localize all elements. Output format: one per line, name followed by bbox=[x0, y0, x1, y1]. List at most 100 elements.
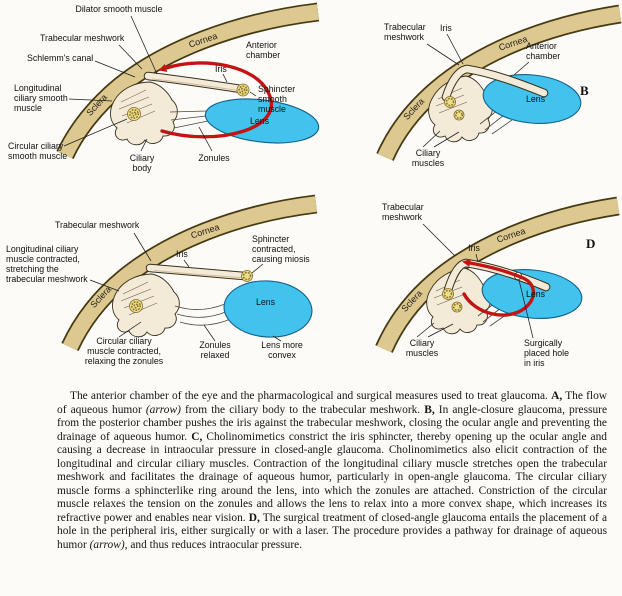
label-surgical-hole: placed hole bbox=[524, 348, 569, 358]
label-surgical-hole: in iris bbox=[524, 358, 545, 368]
eye-figure: Dilator smooth muscle Trabecular meshwor… bbox=[6, 2, 622, 368]
label-circular-muscle: smooth muscle bbox=[8, 151, 67, 161]
lens-shape bbox=[223, 280, 313, 338]
ciliary-body-shape bbox=[110, 81, 178, 146]
label-lens: Lens bbox=[256, 297, 276, 307]
caption-segment: , and thus reduces intraocular pressure. bbox=[124, 538, 303, 551]
label-sphincter-contracted: causing miosis bbox=[252, 254, 310, 264]
label-longitudinal-muscle: muscle contracted, bbox=[6, 254, 80, 264]
label-circular-muscle: Circular ciliary bbox=[8, 141, 64, 151]
label-iris: Iris bbox=[176, 249, 188, 259]
caption-segment: (arrow) bbox=[89, 538, 125, 551]
label-iris: Iris bbox=[468, 243, 480, 253]
caption-segment: (arrow) bbox=[145, 403, 181, 416]
label-sphincter-contracted: Sphincter bbox=[252, 234, 289, 244]
label-longitudinal-muscle: trabecular meshwork bbox=[6, 274, 88, 284]
label-lens-more-convex: convex bbox=[268, 350, 296, 360]
label-trabecular-meshwork: meshwork bbox=[384, 32, 425, 42]
longitudinal-muscle-striations bbox=[120, 281, 158, 316]
label-iris: Iris bbox=[215, 64, 227, 74]
pointer-lines bbox=[63, 15, 257, 152]
longitudinal-muscle-striations bbox=[118, 89, 156, 124]
caption-segment: The surgical treatment of closed-angle g… bbox=[57, 511, 607, 551]
label-sphincter-muscle: muscle bbox=[258, 104, 286, 114]
label-sphincter-muscle: smooth bbox=[258, 94, 287, 104]
label-lens: Lens bbox=[250, 116, 270, 126]
label-lens: Lens bbox=[526, 94, 546, 104]
label-longitudinal-muscle: Longitudinal bbox=[14, 83, 61, 93]
label-anterior-chamber: Anterior bbox=[246, 40, 277, 50]
caption-segment: from the ciliary body to the trabecular … bbox=[180, 403, 425, 416]
label-zonules-relaxed: Zonules bbox=[199, 340, 231, 350]
label-sphincter-muscle: Sphincter bbox=[258, 84, 295, 94]
label-ciliary-muscles: muscles bbox=[406, 348, 439, 358]
iris-striation bbox=[153, 270, 242, 278]
label-lens: Lens bbox=[526, 289, 546, 299]
aqueous-flow-arrow bbox=[462, 261, 536, 317]
label-ciliary-muscles: muscles bbox=[412, 158, 445, 168]
label-trabecular-meshwork: meshwork bbox=[382, 212, 423, 222]
label-iris: Iris bbox=[440, 23, 452, 33]
label-trabecular-meshwork: Trabecular bbox=[384, 22, 426, 32]
aqueous-flow-arrowhead bbox=[158, 64, 168, 72]
caption-segment: Cholinomimetics constrict the iris sphin… bbox=[57, 430, 607, 524]
sphincter-muscle-cross-section bbox=[236, 83, 250, 97]
sphincter-muscle-cross-section bbox=[241, 270, 253, 282]
label-trabecular-meshwork: Trabecular meshwork bbox=[55, 220, 140, 230]
iris-fill bbox=[146, 264, 248, 280]
label-anterior-chamber: Anterior bbox=[526, 41, 557, 51]
panel-d-diagram: Trabecular meshwork Cornea Sclera Iris L… bbox=[375, 196, 620, 368]
label-ciliary-body: body bbox=[132, 163, 152, 173]
cornea-sclera-band bbox=[57, 4, 319, 159]
label-longitudinal-muscle: Longitudinal ciliary bbox=[6, 244, 79, 254]
aqueous-flow-arrow bbox=[160, 61, 273, 139]
label-zonules: Zonules bbox=[198, 153, 230, 163]
label-longitudinal-muscle: ciliary smooth bbox=[14, 93, 68, 103]
label-ciliary-muscles: Ciliary bbox=[410, 338, 435, 348]
aqueous-flow-arrowhead bbox=[462, 259, 471, 267]
label-lens-more-convex: Lens more bbox=[261, 340, 303, 350]
label-sphincter-contracted: contracted, bbox=[252, 244, 296, 254]
circular-muscle-cross-section bbox=[127, 107, 141, 121]
panel-c-diagram: Trabecular meshwork Longitudinal ciliary… bbox=[6, 194, 318, 366]
caption-segment: The anterior chamber of the eye and the … bbox=[70, 390, 552, 402]
caption-segment: A, bbox=[551, 390, 563, 402]
ciliary-body-shape bbox=[112, 273, 180, 338]
panel-a-diagram: Dilator smooth muscle Trabecular meshwor… bbox=[8, 2, 320, 173]
zonule-fibers bbox=[169, 110, 209, 129]
label-anterior-chamber: chamber bbox=[526, 51, 560, 61]
label-dilator-muscle: Dilator smooth muscle bbox=[75, 4, 162, 14]
label-circular-muscle: relaxing the zonules bbox=[85, 356, 164, 366]
caption-segment: B, bbox=[424, 403, 435, 416]
ciliary-muscle-cross-section bbox=[442, 288, 463, 313]
panel-letter-b: B bbox=[580, 83, 589, 98]
label-ciliary-body: Ciliary bbox=[130, 153, 155, 163]
lens-shape bbox=[482, 74, 582, 124]
circular-muscle-cross-section bbox=[129, 299, 143, 313]
ciliary-muscle-cross-section bbox=[444, 96, 465, 121]
caption-segment: C, bbox=[191, 430, 203, 443]
label-longitudinal-muscle: muscle bbox=[14, 103, 42, 113]
label-zonules-relaxed: relaxed bbox=[201, 350, 230, 360]
iris-fill bbox=[144, 72, 245, 93]
cornea-sclera-band bbox=[376, 198, 620, 353]
cornea-sclera-band bbox=[62, 196, 317, 351]
caption-segment: The flow of aqueous humor bbox=[57, 390, 608, 416]
label-surgical-hole: Surgically bbox=[524, 338, 563, 348]
pointer-lines bbox=[416, 223, 534, 339]
pointer-lines bbox=[89, 232, 282, 342]
caption-segment: D, bbox=[248, 511, 260, 524]
iris-striation bbox=[151, 78, 239, 91]
figure-caption: The anterior chamber of the eye and the … bbox=[57, 390, 607, 552]
label-longitudinal-muscle: stretching the bbox=[6, 264, 59, 274]
label-circular-muscle: Circular ciliary bbox=[96, 336, 152, 346]
label-trabecular-meshwork: Trabecular meshwork bbox=[40, 33, 125, 43]
label-schlemms-canal: Schlemm's canal bbox=[27, 53, 93, 63]
caption-area: The anterior chamber of the eye and the … bbox=[0, 385, 622, 552]
label-ciliary-muscles: Ciliary bbox=[416, 148, 441, 158]
iris-fill bbox=[442, 65, 548, 101]
panel-b-diagram: Trabecular meshwork Iris Cornea Sclera A… bbox=[376, 4, 622, 168]
label-anterior-chamber: chamber bbox=[246, 50, 280, 60]
caption-segment: In angle-closure glaucoma, pressure from… bbox=[57, 403, 607, 443]
pointer-lines bbox=[422, 33, 530, 148]
